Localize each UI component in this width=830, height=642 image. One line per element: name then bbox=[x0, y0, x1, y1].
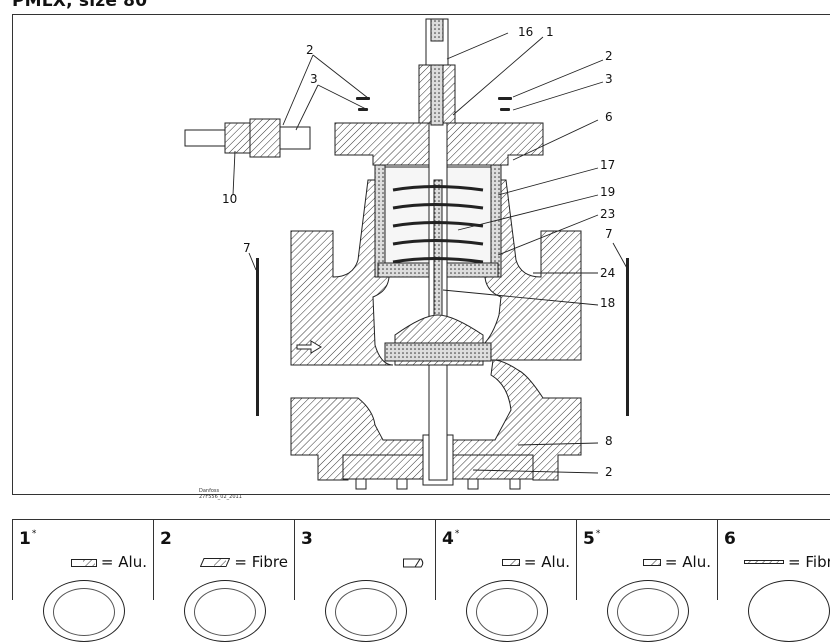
part-cell-3: 3 bbox=[295, 520, 436, 642]
valve-body bbox=[290, 18, 582, 490]
page-title: PMLX, size 80 bbox=[12, 0, 148, 11]
callout-8: 8 bbox=[605, 434, 613, 448]
callout-10: 10 bbox=[222, 192, 237, 206]
callout-24: 24 bbox=[600, 266, 615, 280]
flange-gasket-left bbox=[256, 258, 259, 416]
callout-16: 16 bbox=[518, 25, 533, 39]
alu-material-icon bbox=[642, 559, 661, 566]
callout-7-right: 7 bbox=[605, 227, 613, 241]
alu-material-icon bbox=[70, 558, 97, 567]
callout-19: 19 bbox=[600, 185, 615, 199]
callout-1: 1 bbox=[546, 25, 554, 39]
callout-23: 23 bbox=[600, 207, 615, 221]
nipple-fitting bbox=[184, 118, 311, 158]
exploded-view-frame: 16 1 2 3 6 17 19 23 24 7 18 8 2 2 3 10 7… bbox=[12, 14, 830, 500]
callout-7-left: 7 bbox=[243, 241, 251, 255]
callout-numbers: 16 1 2 3 6 17 19 23 24 7 18 8 2 2 3 10 7 bbox=[222, 25, 615, 479]
part-cell-2: 2 = Fibre bbox=[154, 520, 295, 642]
part-outline bbox=[748, 580, 830, 642]
part-cell-4: 4* = Alu. bbox=[436, 520, 577, 642]
fibre-material-icon bbox=[200, 558, 231, 567]
callout-17: 17 bbox=[600, 158, 615, 172]
callout-6: 6 bbox=[605, 110, 613, 124]
callout-2-right: 2 bbox=[605, 49, 613, 63]
drawing-credit: Danfoss 27F556_02_2011 bbox=[199, 488, 242, 500]
callout-2-left: 2 bbox=[306, 43, 314, 57]
pin-material-icon bbox=[403, 558, 424, 567]
flange-gasket-right bbox=[626, 258, 629, 416]
callout-3-right: 3 bbox=[605, 72, 613, 86]
callout-18: 18 bbox=[600, 296, 615, 310]
callout-2-bottom: 2 bbox=[605, 465, 613, 479]
alu-material-icon bbox=[501, 559, 520, 566]
valve-cross-section-drawing: 16 1 2 3 6 17 19 23 24 7 18 8 2 2 3 10 7 bbox=[184, 18, 629, 490]
part-cell-6: 6 = Fibre bbox=[718, 520, 830, 642]
callout-3-left: 3 bbox=[310, 72, 318, 86]
leader-lines bbox=[232, 32, 629, 474]
parts-table: 1* = Alu. 2 = Fibre 3 4* = Alu. 5* = Alu… bbox=[12, 519, 830, 642]
part-cell-1: 1* = Alu. bbox=[13, 520, 154, 642]
flow-direction-arrow bbox=[296, 340, 322, 354]
main-spring bbox=[392, 185, 484, 264]
part-cell-5: 5* = Alu. bbox=[577, 520, 718, 642]
fibre-material-icon bbox=[744, 560, 784, 564]
